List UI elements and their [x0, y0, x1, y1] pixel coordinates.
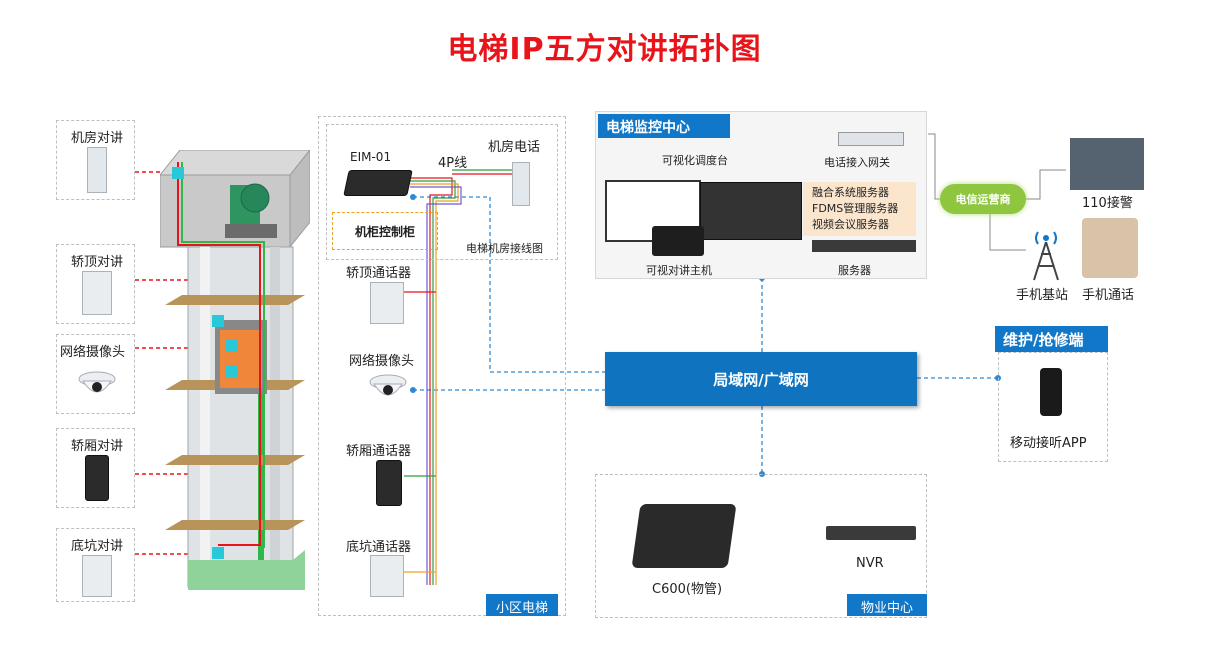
pit-phone-label: 底坑通话器 [346, 540, 412, 555]
page-title: 电梯IP五方对讲拓扑图 [447, 32, 762, 67]
services-box [803, 182, 916, 236]
mobile-caller-photo [1082, 218, 1138, 278]
car-top-phone-label: 轿顶通话器 [346, 266, 412, 281]
car-phone-label: 轿厢通话器 [346, 444, 412, 459]
app-label: 移动接听APP [1010, 436, 1087, 451]
police-label: 110接警 [1082, 196, 1133, 211]
server-label: 服务器 [838, 264, 871, 277]
wiring-diagram-label: 电梯机房接线图 [466, 242, 543, 255]
cell-tower-icon [1033, 231, 1059, 281]
panel-label: 机房对讲 [71, 131, 124, 146]
column-camera-label: 网络摄像头 [349, 354, 415, 369]
server-rack-icon [812, 240, 916, 252]
host-label: 可视对讲主机 [646, 264, 712, 277]
panel-car-top: 轿顶对讲 [56, 244, 135, 324]
panel-label: 轿厢对讲 [71, 439, 124, 454]
carrier-bubble: 电信运营商 [940, 184, 1026, 214]
nvr-device-icon [826, 526, 916, 540]
link-cabinet-lan [413, 196, 605, 373]
community-elevator-tag: 小区电梯 [486, 594, 558, 616]
panel-pit: 底坑对讲 [56, 528, 135, 602]
eim-label: EIM-01 [350, 150, 392, 164]
property-center-tag: 物业中心 [847, 594, 927, 616]
service-item: 融合系统服务器 [812, 186, 889, 199]
panel-label: 底坑对讲 [71, 539, 124, 554]
cabinet-label: 机柜控制柜 [355, 225, 416, 239]
desk-phone-icon [652, 226, 704, 256]
mobile-label: 手机通话 [1082, 288, 1135, 303]
intercom-panel-icon [370, 555, 404, 597]
dispatch-label: 可视化调度台 [662, 154, 728, 167]
wall-phone-icon [87, 147, 107, 193]
intercom-panel-icon [82, 555, 112, 597]
maintenance-tag: 维护/抢修端 [995, 326, 1108, 352]
video-phone-icon [631, 504, 737, 568]
intercom-panel-icon [370, 282, 404, 324]
maintenance-box [998, 352, 1108, 462]
cabinet-box: 机柜控制柜 [332, 212, 438, 250]
service-item: 视频会议服务器 [812, 218, 889, 231]
gateway-label: 电话接入网关 [824, 156, 890, 169]
machine-room-wiring-box [326, 124, 558, 260]
service-item: FDMS管理服务器 [812, 202, 899, 215]
eim-controller-icon [343, 170, 413, 196]
police-operator-photo [1070, 138, 1144, 190]
intercom-panel-icon [82, 271, 112, 315]
dome-camera-icon [78, 371, 116, 393]
wall-phone-icon [512, 162, 530, 206]
community-elevator-box [318, 116, 566, 616]
station-label: 手机基站 [1016, 288, 1069, 303]
wire-label: 4P线 [438, 156, 468, 171]
elevator-shaft-illustration [160, 150, 310, 590]
panel-label: 轿顶对讲 [71, 255, 124, 270]
panel-label: 网络摄像头 [60, 345, 126, 360]
dome-camera-icon [369, 374, 407, 396]
nvr-label: NVR [856, 556, 884, 571]
monitor-center-tag: 电梯监控中心 [598, 114, 730, 138]
video-wall-icon [700, 182, 802, 240]
c600-label: C600(物管) [652, 582, 723, 597]
room-phone-label: 机房电话 [488, 140, 541, 155]
panel-machine-room: 机房对讲 [56, 120, 135, 200]
panel-camera: 网络摄像头 [56, 334, 135, 414]
gateway-device-icon [838, 132, 904, 146]
smartphone-icon [1040, 368, 1062, 416]
lan-wan-bar: 局域网/广域网 [605, 352, 917, 406]
property-center-box [595, 474, 927, 618]
car-intercom-icon [376, 460, 402, 506]
panel-car: 轿厢对讲 [56, 428, 135, 508]
car-intercom-icon [85, 455, 109, 501]
